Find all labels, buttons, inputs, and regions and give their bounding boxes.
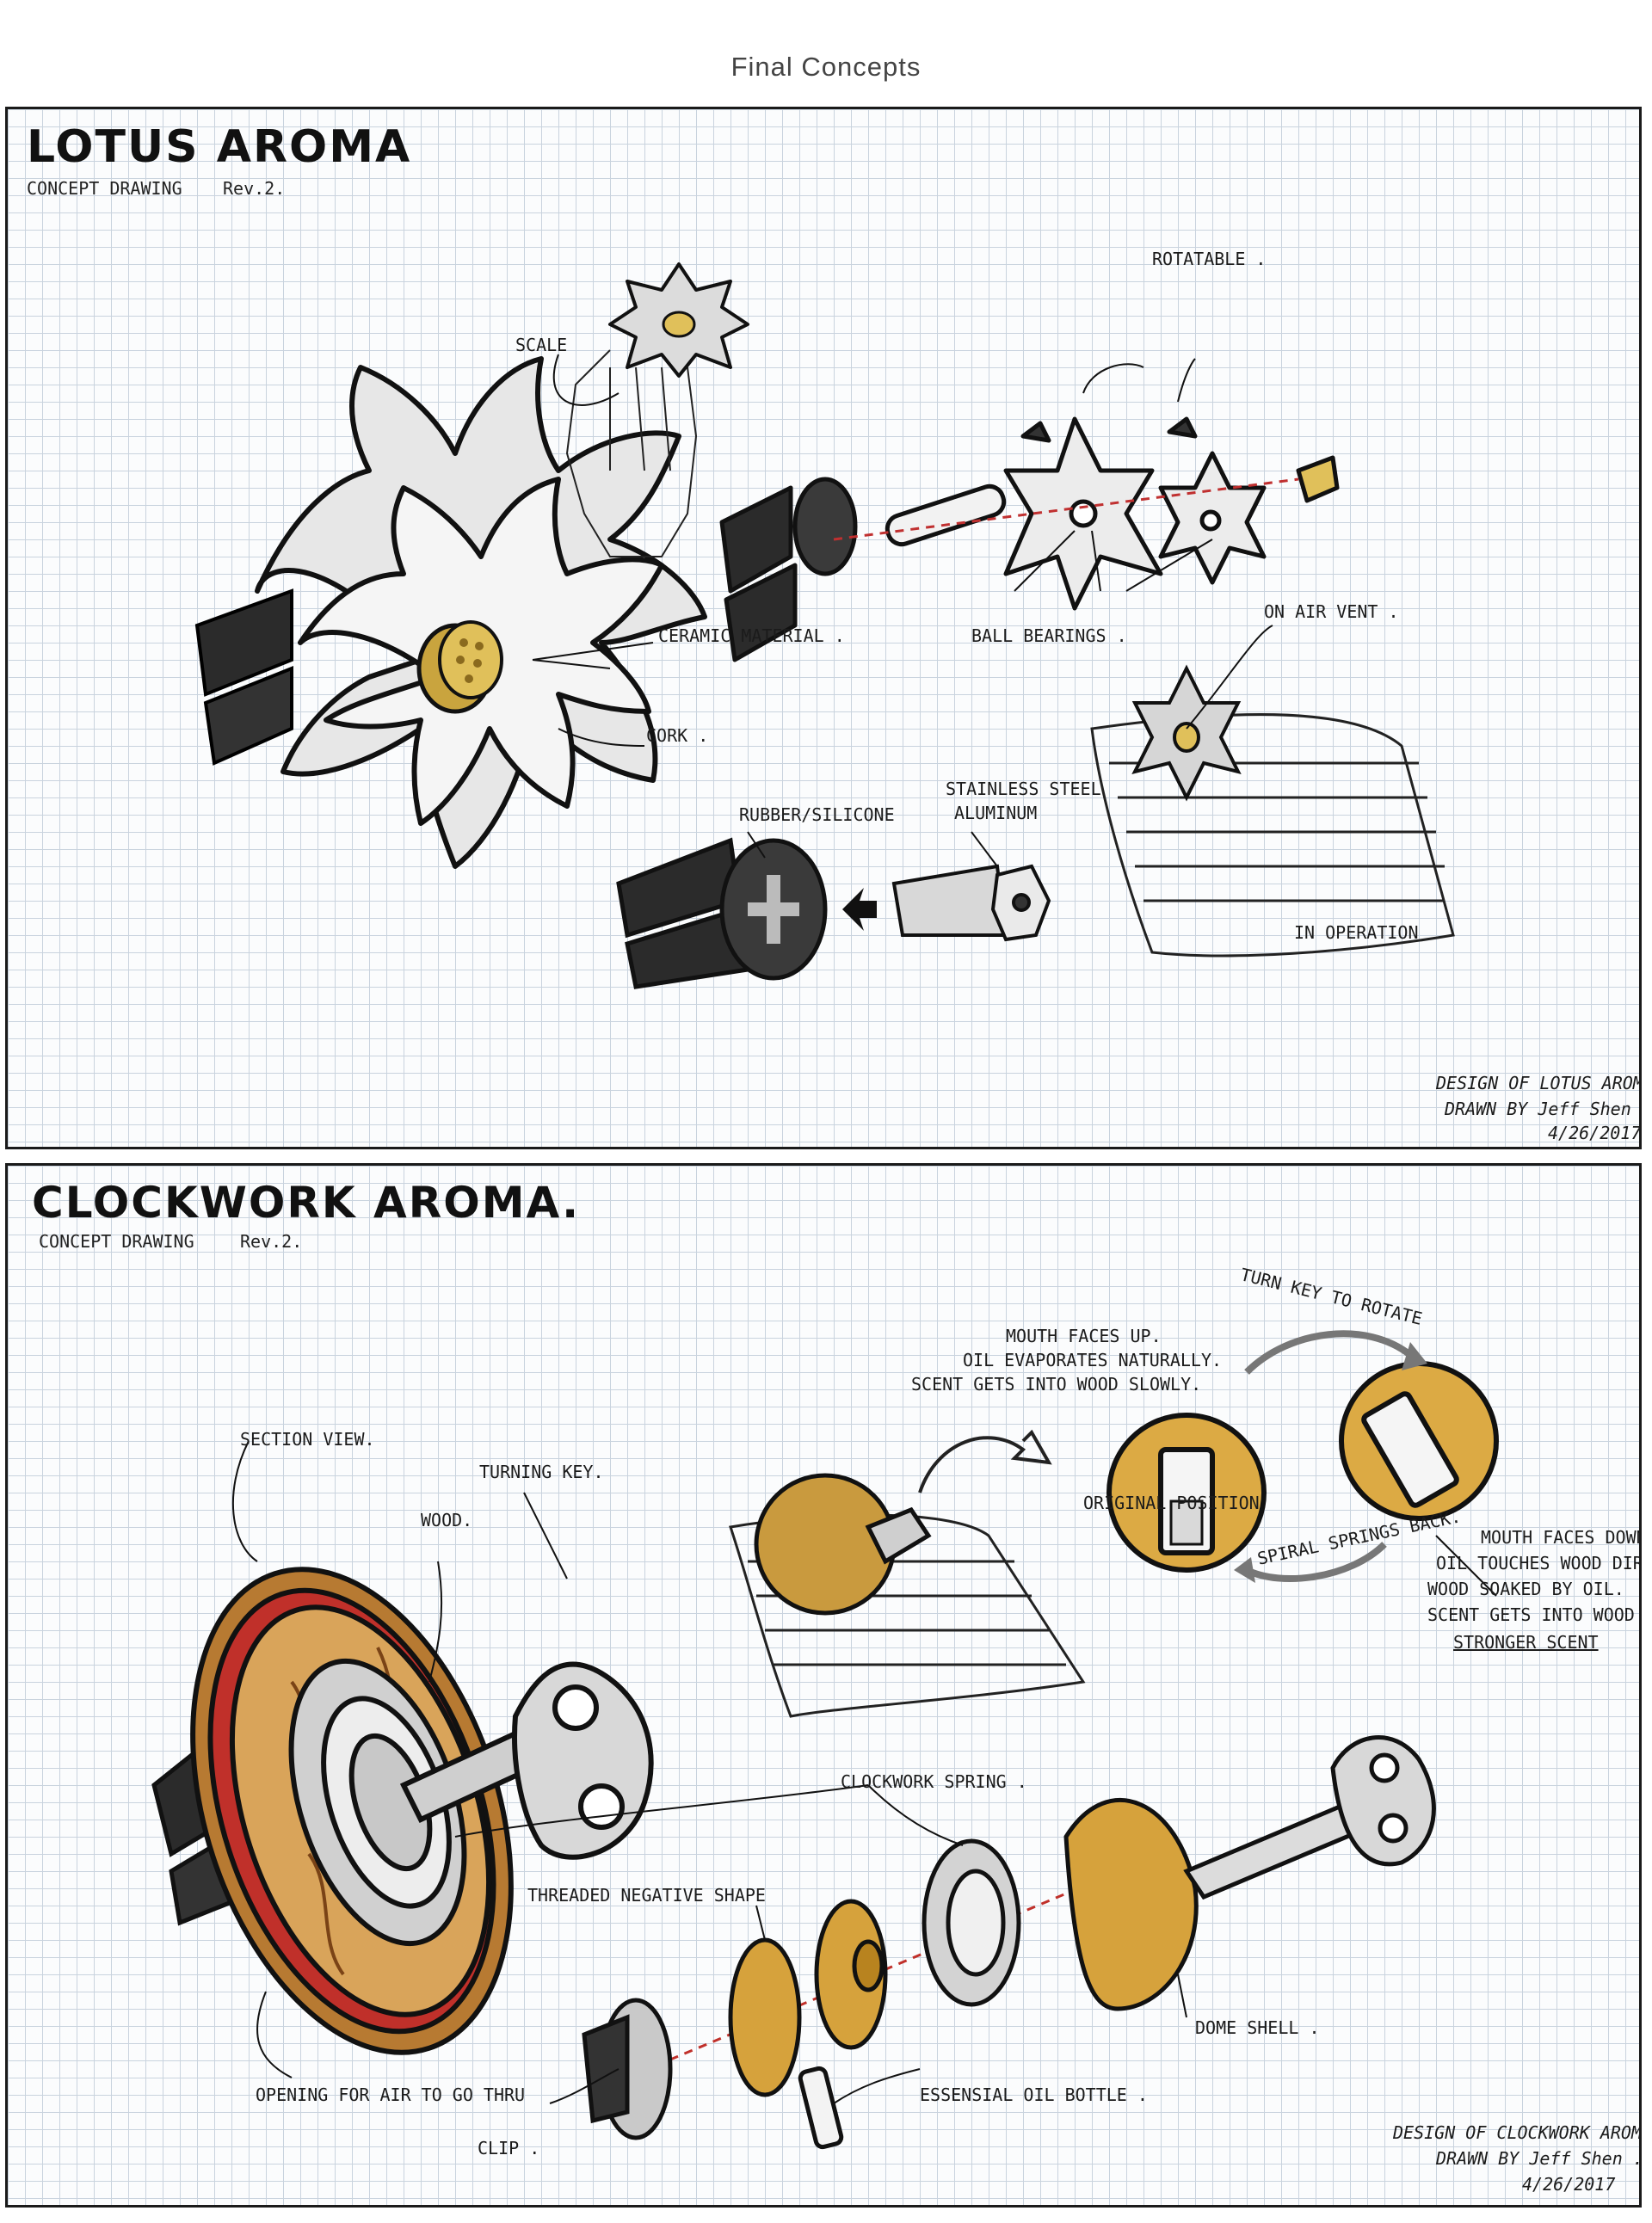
turn-arrowhead: [1402, 1342, 1427, 1370]
label-stainless-steel: STAINLESS STEEL: [946, 779, 1101, 799]
lotus-vent-clip-large: [194, 588, 293, 766]
clockwork-illustration: [151, 1330, 1499, 2150]
lotus-title: LOTUS AROMA: [27, 121, 412, 173]
clockwork-subtitle: CONCEPT DRAWING: [39, 1231, 194, 1252]
label-stronger-scent: STRONGER SCENT: [1453, 1632, 1599, 1653]
page-title: Final Concepts: [730, 52, 922, 82]
original-position-diagram: [1106, 1413, 1267, 1573]
scale-hand-sketch: [565, 349, 698, 557]
clockwork-title: CLOCKWORK AROMA.: [32, 1178, 581, 1228]
label-mouth-down-4: SCENT GETS INTO WOOD FAST.: [1427, 1604, 1639, 1625]
clockwork-signature-date: 4/26/2017: [1522, 2174, 1616, 2195]
label-mouth-down-1: MOUTH FACES DOWN: [1481, 1527, 1642, 1548]
in-operation-sketch: [1090, 713, 1455, 958]
section-view-wood-shell: [190, 1567, 514, 2055]
spring-back-arrowhead: [1234, 1557, 1255, 1583]
lotus-signature-date: 4/26/2017: [1548, 1123, 1642, 1143]
label-ball-bearings: BALL BEARINGS .: [971, 625, 1127, 646]
lotus-aroma-sheet: LOTUS AROMA CONCEPT DRAWING Rev.2. SCALE…: [5, 107, 1642, 1149]
label-clockwork-spring: CLOCKWORK SPRING .: [841, 1771, 1027, 1792]
label-scale: SCALE: [515, 335, 568, 355]
label-mouth-up-1: MOUTH FACES UP.: [1006, 1326, 1162, 1346]
label-on-air-vent: ON AIR VENT .: [1264, 601, 1399, 622]
label-dome-shell: DOME SHELL .: [1195, 2017, 1320, 2038]
in-operation-lotus: [1131, 664, 1242, 802]
label-mouth-down-2: OIL TOUCHES WOOD DIRECTLY.: [1436, 1553, 1639, 1573]
label-ceramic: CERAMIC MATERIAL .: [658, 625, 845, 646]
label-clip: CLIP .: [478, 2138, 540, 2158]
label-threaded-shape: THREADED NEGATIVE SHAPE: [527, 1885, 766, 1906]
label-original-position: ORIGINAL POSITION: [1083, 1493, 1260, 1513]
clockwork-aroma-sheet: CLOCKWORK AROMA. CONCEPT DRAWING Rev.2. …: [5, 1163, 1642, 2208]
assembly-axis-line: [833, 477, 1299, 541]
label-opening: OPENING FOR AIR TO GO THRU: [256, 2084, 526, 2105]
stainless-steel-insert: [891, 864, 1051, 942]
lotus-flower-large: [255, 356, 707, 869]
label-mouth-down-3: WOOD SOAKED BY OIL.: [1427, 1579, 1624, 1599]
clockwork-rev: Rev.2.: [240, 1231, 303, 1252]
cork-center-large: [416, 620, 503, 714]
label-turning-key: TURNING KEY.: [479, 1462, 604, 1482]
turning-key-section: [399, 1661, 654, 1860]
label-section-view: SECTION VIEW.: [240, 1429, 375, 1450]
label-rubber-silicone: RUBBER/SILICONE: [739, 804, 895, 825]
label-aluminum: ALUMINUM: [954, 803, 1038, 823]
label-mouth-up-2: OIL EVAPORATES NATURALLY.: [963, 1350, 1223, 1370]
label-rotatable: ROTATABLE .: [1152, 249, 1267, 269]
turn-arrow: [1244, 1330, 1413, 1375]
label-cork: CORK .: [646, 725, 709, 746]
rotated-position-diagram: [1339, 1361, 1499, 1521]
label-mouth-up-3: SCENT GETS INTO WOOD SLOWLY.: [911, 1374, 1202, 1395]
clockwork-signature-drawn: DRAWN BY Jeff Shen .: [1436, 2148, 1642, 2169]
rubber-silicone-clip: [616, 837, 828, 989]
lotus-subtitle: CONCEPT DRAWING: [27, 178, 182, 199]
small-lotus-flower: [608, 262, 749, 378]
label-wood: WOOD.: [421, 1510, 473, 1530]
exploded-clockwork: [582, 1735, 1436, 2150]
in-use-dome: [754, 1473, 932, 1616]
lotus-illustration: [194, 262, 1455, 989]
assembly-arrow: [842, 888, 877, 931]
label-in-operation: IN OPERATION: [1294, 922, 1419, 943]
spring-back-arrow: [1245, 1542, 1387, 1582]
lotus-signature-design: DESIGN OF LOTUS AROMA: [1436, 1073, 1642, 1093]
exploded-lotus-assembly: [719, 416, 1340, 662]
clockwork-signature-design: DESIGN OF CLOCKWORK AROMA: [1393, 2122, 1642, 2143]
label-essential-oil: ESSENSIAL OIL BOTTLE .: [920, 2084, 1148, 2105]
lotus-rev: Rev.2.: [223, 178, 286, 199]
leader-lines-lotus: [532, 354, 1273, 867]
leader-lines-clockwork: [231, 1440, 1497, 2104]
rotation-arrow-sketch: [918, 1429, 1052, 1493]
lotus-signature-drawn: DRAWN BY Jeff Shen: [1445, 1099, 1631, 1119]
